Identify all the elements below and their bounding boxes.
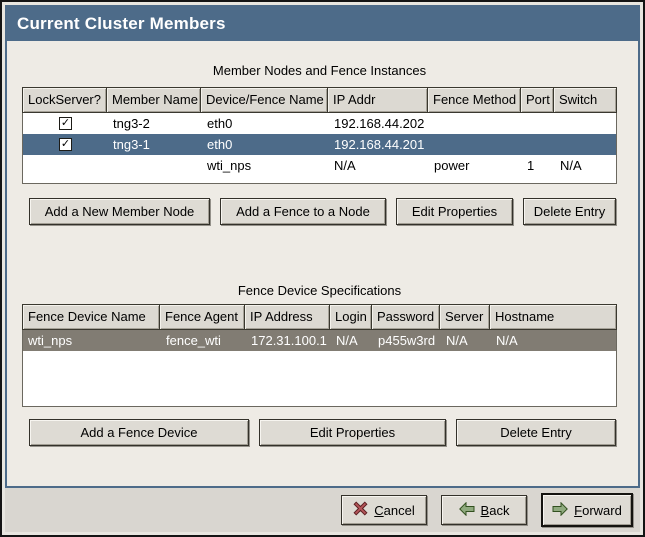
column-header-ip-address[interactable]: IP Address [245,304,330,330]
column-header-ip-addr[interactable]: IP Addr [328,87,428,113]
password-cell: p455w3rd [378,333,436,348]
port-cell [522,134,555,155]
table-row-selected[interactable]: wti_nps fence_wti 172.31.100.1 N/A p455w… [23,330,616,351]
back-label: Back [480,502,510,518]
column-header-member-name[interactable]: Member Name [107,87,201,113]
fence-devices-header-row: Fence Device Name Fence Agent IP Address… [22,304,617,330]
fence-method-cell [429,113,522,134]
port-cell [522,113,555,134]
lockserver-cell: ✓ [23,134,108,155]
add-member-node-button[interactable]: Add a New Member Node [29,198,210,225]
fence-method-cell: power [434,158,470,173]
ip-address-cell: 172.31.100.1 [251,333,327,348]
fence-devices-table-body: wti_nps fence_wti 172.31.100.1 N/A p455w… [22,330,617,407]
table-empty-space [23,176,616,183]
member-name-cell: tng3-2 [113,116,150,131]
hostname-cell: N/A [496,333,518,348]
column-header-fence-device-name[interactable]: Fence Device Name [22,304,160,330]
member-nodes-table: LockServer? Member Name Device/Fence Nam… [22,87,617,184]
forward-button[interactable]: Forward [541,493,633,527]
device-fence-name-cell: wti_nps [207,158,252,173]
table-row-selected[interactable]: ✓ tng3-1 eth0 192.168.44.201 [23,134,616,155]
members-table-caption: Member Nodes and Fence Instances [212,63,427,78]
port-cell: 1 [527,158,535,173]
lockserver-cell [23,155,108,176]
cancel-button[interactable]: Cancel [341,495,427,525]
window-frame: Current Cluster Members Member Nodes and… [5,5,640,488]
member-nodes-table-body: ✓ tng3-2 eth0 192.168.44.202 ✓ tng3-1 et… [22,113,617,184]
member-name-cell [108,155,202,176]
fence-table-caption: Fence Device Specifications [237,283,402,298]
add-fence-to-node-button[interactable]: Add a Fence to a Node [220,198,386,225]
edit-member-properties-button[interactable]: Edit Properties [396,198,513,225]
switch-cell [555,134,618,155]
column-header-password[interactable]: Password [372,304,440,330]
forward-arrow-icon [552,501,569,519]
checkbox-checked-icon[interactable]: ✓ [59,138,72,152]
fence-devices-table: Fence Device Name Fence Agent IP Address… [22,304,617,407]
column-header-server[interactable]: Server [440,304,490,330]
ip-addr-cell: 192.168.44.201 [334,137,425,152]
member-nodes-header-row: LockServer? Member Name Device/Fence Nam… [22,87,617,113]
fence-method-cell [429,134,522,155]
back-arrow-icon [458,501,475,519]
column-header-device-fence-name[interactable]: Device/Fence Name [201,87,328,113]
column-header-hostname[interactable]: Hostname [490,304,617,330]
cancel-x-icon [353,501,368,519]
back-button[interactable]: Back [441,495,527,525]
column-header-login[interactable]: Login [330,304,372,330]
column-header-switch[interactable]: Switch [554,87,617,113]
page-title: Current Cluster Members [7,7,638,41]
forward-label: Forward [574,502,622,518]
member-name-cell: tng3-1 [113,137,150,152]
column-header-lockserver[interactable]: LockServer? [22,87,107,113]
ip-addr-cell: N/A [334,158,356,173]
table-empty-space [23,351,616,406]
dialog-action-area: Cancel Back Forward [5,488,640,532]
delete-fence-entry-button[interactable]: Delete Entry [456,419,616,446]
delete-member-entry-button[interactable]: Delete Entry [523,198,616,225]
fence-buttons-row: Add a Fence Device Edit Properties Delet… [29,419,638,446]
switch-cell: N/A [560,158,582,173]
cancel-label: Cancel [374,502,415,518]
column-header-port[interactable]: Port [521,87,554,113]
column-header-fence-agent[interactable]: Fence Agent [160,304,245,330]
member-buttons-row: Add a New Member Node Add a Fence to a N… [29,198,638,225]
table-row[interactable]: ✓ tng3-2 eth0 192.168.44.202 [23,113,616,134]
switch-cell [555,113,618,134]
table-row[interactable]: wti_nps N/A power 1 N/A [23,155,616,176]
server-cell: N/A [446,333,468,348]
fence-device-name-cell: wti_nps [28,333,73,348]
checkbox-checked-icon[interactable]: ✓ [59,117,72,131]
device-fence-name-cell: eth0 [207,137,233,152]
lockserver-cell: ✓ [23,113,108,134]
login-cell: N/A [336,333,358,348]
ip-addr-cell: 192.168.44.202 [334,116,425,131]
add-fence-device-button[interactable]: Add a Fence Device [29,419,249,446]
edit-fence-properties-button[interactable]: Edit Properties [259,419,446,446]
main-content: Member Nodes and Fence Instances LockSer… [7,41,638,486]
fence-agent-cell: fence_wti [166,333,221,348]
device-fence-name-cell: eth0 [207,116,233,131]
column-header-fence-method[interactable]: Fence Method [428,87,521,113]
